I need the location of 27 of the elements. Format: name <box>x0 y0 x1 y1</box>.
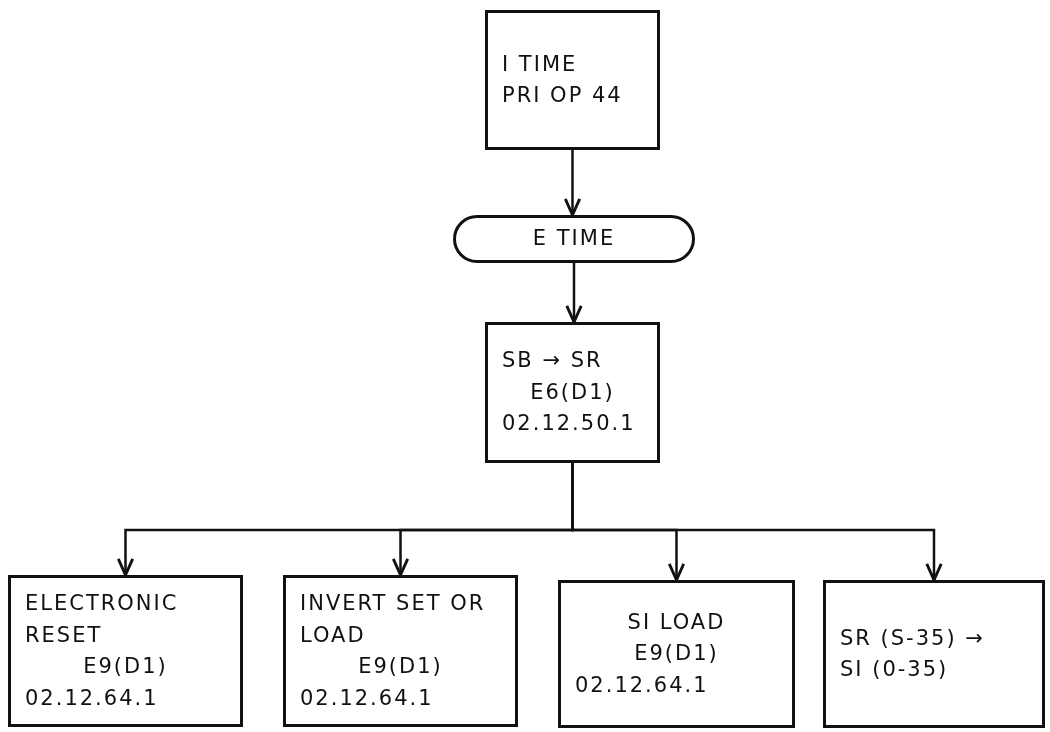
process-box <box>558 580 795 728</box>
process-box <box>485 10 660 150</box>
process-box <box>283 575 518 727</box>
arrow <box>571 463 943 582</box>
box-text: INVERT SET OR LOAD <box>300 590 487 649</box>
arrow <box>565 263 583 324</box>
box-text: 02.12.50.1 <box>502 410 637 438</box>
box-text: SR (S-35) → <box>840 624 986 652</box>
box-text: 02.12.64.1 <box>25 684 160 712</box>
process-box <box>485 322 660 463</box>
box-text: SI LOAD <box>626 608 727 636</box>
box-text: SB → SR <box>502 347 604 375</box>
box-text: E9(D1) <box>357 653 444 680</box>
process-box <box>823 580 1045 728</box>
terminal-shape <box>453 215 695 263</box>
box-text: 02.12.64.1 <box>575 671 710 699</box>
box-text: PRI OP 44 <box>502 82 624 109</box>
process-box <box>8 575 243 727</box>
box-text: I TIME <box>502 50 579 78</box>
box-text: ELECTRONIC RESET <box>25 590 180 649</box>
box-text: E TIME <box>532 225 616 253</box>
box-text: 02.12.64.1 <box>300 684 435 712</box>
box-text: E6(D1) <box>529 378 616 406</box>
box-text: E9(D1) <box>82 653 169 680</box>
arrow <box>563 150 582 217</box>
box-text: E9(D1) <box>633 640 720 668</box>
box-text: SI (0-35) <box>840 656 950 683</box>
